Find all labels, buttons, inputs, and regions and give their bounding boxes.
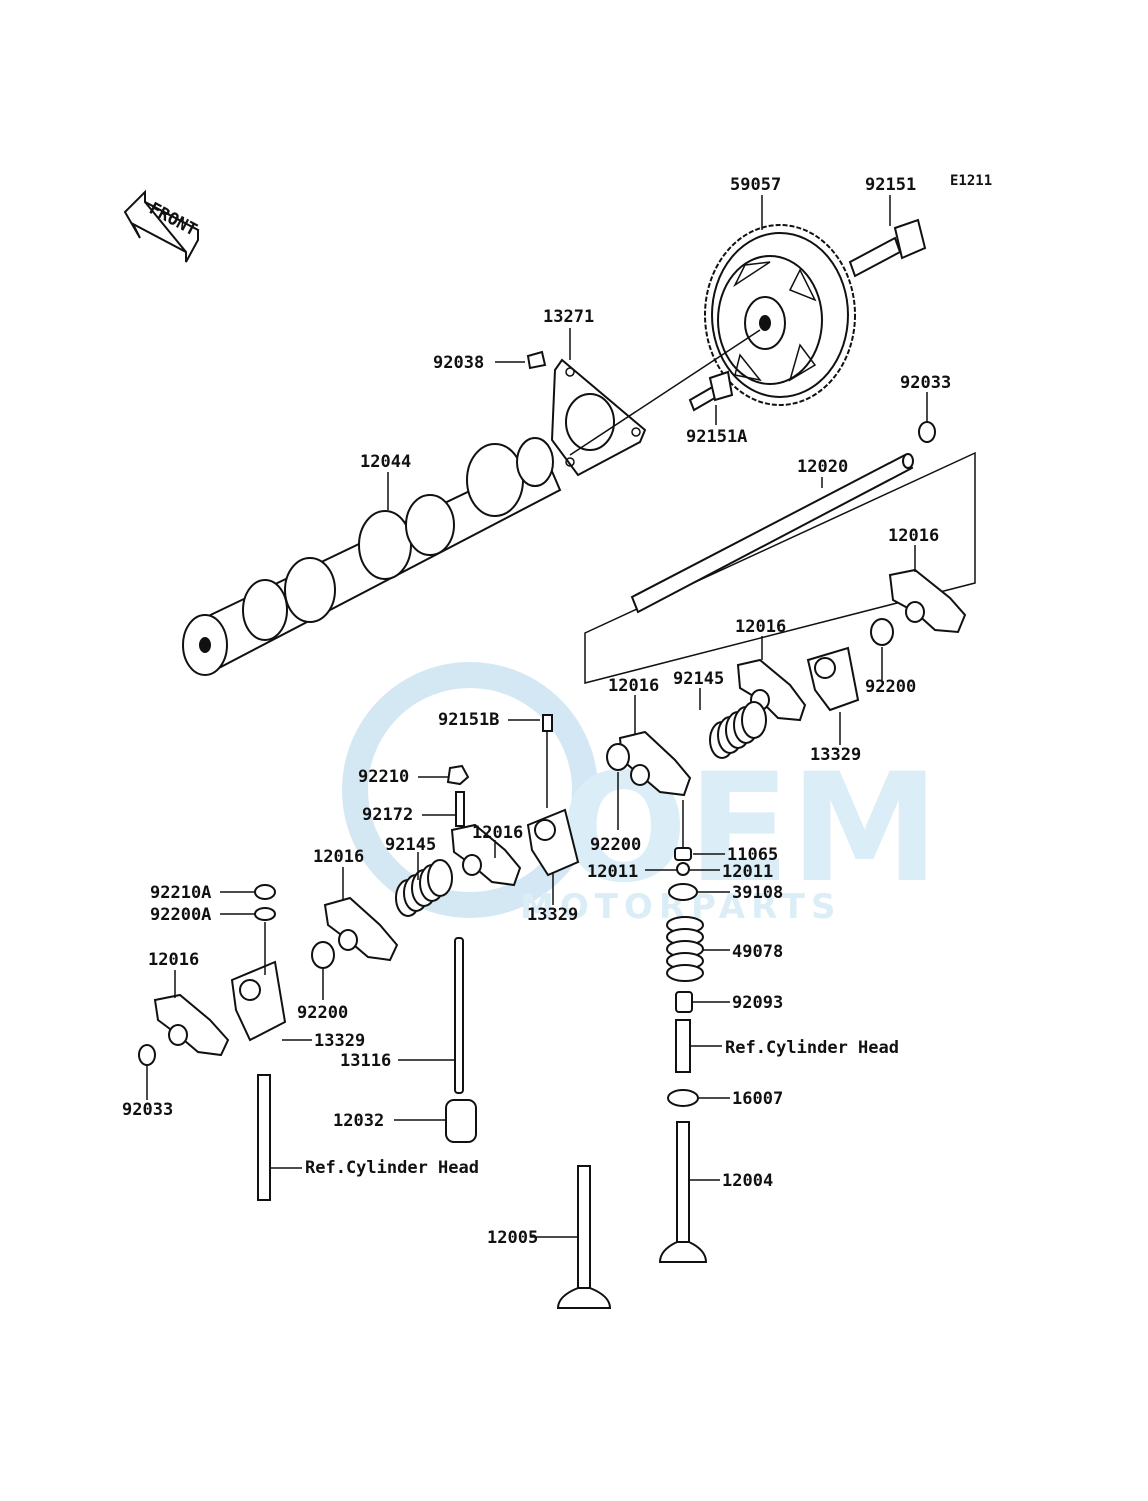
label-92038: 92038 <box>433 353 484 373</box>
label-92151A: 92151A <box>686 427 747 447</box>
label-92200-left: 92200 <box>297 1003 348 1023</box>
label-12016-a: 12016 <box>148 950 199 970</box>
label-13271: 13271 <box>543 307 594 327</box>
ref-cylinder-head-left: Ref.Cylinder Head <box>305 1158 479 1178</box>
watermark-brand: OEM <box>560 742 939 916</box>
label-12016-d: 12016 <box>608 676 659 696</box>
label-12016-e: 12016 <box>735 617 786 637</box>
circlip-bottom <box>138 1044 156 1066</box>
label-92210: 92210 <box>358 767 409 787</box>
label-12011-left: 12011 <box>587 862 638 882</box>
label-39108: 39108 <box>732 883 783 903</box>
set-screw-92151B <box>542 714 553 732</box>
label-16007: 16007 <box>732 1089 783 1109</box>
label-92145-left: 92145 <box>385 835 436 855</box>
stem-seal-92093 <box>675 991 693 1013</box>
label-59057: 59057 <box>730 175 781 195</box>
adjust-screw-92172 <box>455 791 465 827</box>
valve-guide <box>675 1019 691 1073</box>
label-92200-right: 92200 <box>865 677 916 697</box>
label-13329-mid: 13329 <box>527 905 578 925</box>
washer-92200-right <box>870 618 894 646</box>
front-arrow-icon: FRONT <box>123 189 200 263</box>
rocker-support-left <box>230 960 287 1042</box>
label-12016-f: 12016 <box>888 526 939 546</box>
label-49078: 49078 <box>732 942 783 962</box>
label-13329-right: 13329 <box>810 745 861 765</box>
nut-92210 <box>446 764 470 786</box>
washer-92200A <box>254 907 276 921</box>
camshaft-gear <box>704 224 856 406</box>
rocker-arm-a <box>153 993 230 1057</box>
label-92151: 92151 <box>865 175 916 195</box>
label-12032: 12032 <box>333 1111 384 1131</box>
label-12016-b: 12016 <box>313 847 364 867</box>
label-12004: 12004 <box>722 1171 773 1191</box>
circlip-top <box>918 421 936 443</box>
part-labels: 59057 92151 13271 92038 92151A 92033 120… <box>122 175 951 1248</box>
label-92033-bottom: 92033 <box>122 1100 173 1120</box>
label-13329-left: 13329 <box>314 1031 365 1051</box>
rocker-shaft <box>584 451 976 684</box>
thrust-plate <box>550 358 647 477</box>
rocker-arm-b <box>323 896 399 962</box>
washer-92200-left <box>311 941 335 969</box>
diagram-code: E1211 <box>950 173 992 189</box>
valve-spring-49078 <box>666 916 704 982</box>
spring-92145-right <box>709 701 767 759</box>
camshaft-axis-line <box>569 329 761 456</box>
bolt-92151 <box>848 218 927 278</box>
label-13116: 13116 <box>340 1051 391 1071</box>
rocker-arm-d <box>618 730 692 797</box>
label-92210A: 92210A <box>150 883 211 903</box>
spring-92145-left <box>395 859 453 917</box>
bolt-92151A <box>688 370 734 412</box>
label-12016-c: 12016 <box>472 823 523 843</box>
cotter-12011 <box>676 862 690 876</box>
valve-12004 <box>658 1121 708 1263</box>
rocker-arm-c <box>450 823 522 887</box>
rocker-support-right <box>806 646 860 712</box>
nut-92210A <box>254 884 276 900</box>
seat-16007 <box>667 1089 699 1107</box>
rocker-arm-f <box>888 568 967 634</box>
leader-lines <box>146 195 928 1238</box>
washer-92200-mid <box>606 743 630 771</box>
camshaft <box>182 437 562 676</box>
retainer-39108 <box>668 883 698 901</box>
cap-11065 <box>674 847 692 861</box>
label-92151B: 92151B <box>438 710 499 730</box>
label-12011-right: 12011 <box>722 862 773 882</box>
label-12044: 12044 <box>360 452 411 472</box>
label-92200-mid: 92200 <box>590 835 641 855</box>
ref-cylinder-head-right: Ref.Cylinder Head <box>725 1038 899 1058</box>
stud-bolt <box>257 1074 271 1201</box>
label-92172: 92172 <box>362 805 413 825</box>
push-rod <box>454 937 464 1094</box>
valve-12005 <box>556 1165 612 1309</box>
label-12005: 12005 <box>487 1228 538 1248</box>
tappet <box>445 1099 477 1143</box>
label-92033-top: 92033 <box>900 373 951 393</box>
label-92145-right: 92145 <box>673 669 724 689</box>
rocker-support-mid <box>526 808 580 877</box>
label-11065: 11065 <box>727 845 778 865</box>
label-92200A: 92200A <box>150 905 211 925</box>
woodruff-key <box>526 350 547 370</box>
label-92093: 92093 <box>732 993 783 1013</box>
label-12020: 12020 <box>797 457 848 477</box>
